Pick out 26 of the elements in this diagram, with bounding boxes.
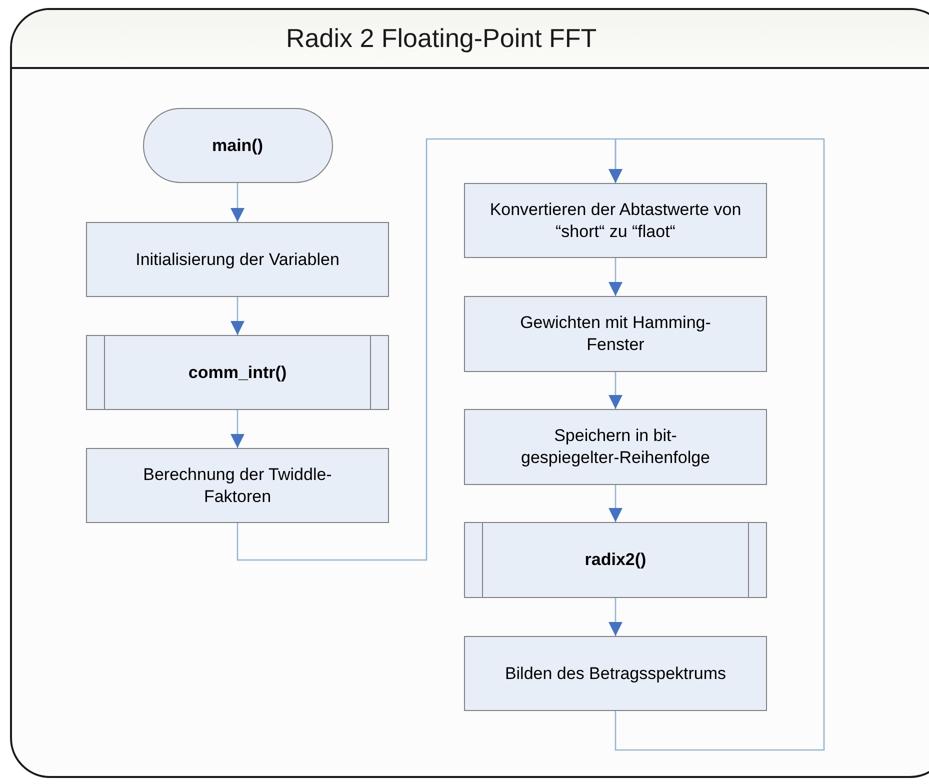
diagram-title: Radix 2 Floating-Point FFT xyxy=(286,22,597,55)
process-box xyxy=(464,296,767,372)
node-text: main() xyxy=(212,134,263,156)
subroutine-box xyxy=(86,335,389,410)
process-box xyxy=(464,183,767,258)
node-text: comm_intr() xyxy=(188,362,287,384)
node-text: Bilden des Betragsspektrums xyxy=(504,662,726,684)
arrow xyxy=(230,183,244,222)
node-text: Gewichten mit Hamming-Fenster xyxy=(519,312,712,356)
arrow xyxy=(230,410,244,448)
arrow xyxy=(608,138,825,751)
node-text: Konvertieren der Abtastwerte von “short“ zu “flaot“ xyxy=(488,198,742,242)
subroutine-box xyxy=(464,522,767,598)
arrow xyxy=(230,297,244,335)
arrow xyxy=(608,258,622,296)
node-text: Initialisierung der Variablen xyxy=(136,248,340,270)
arrow xyxy=(608,372,622,409)
node-text: Speichern in bit-gespiegelter-Reihenfolge xyxy=(520,425,712,469)
process-box xyxy=(464,636,767,711)
process-box xyxy=(86,222,389,297)
arrow xyxy=(608,598,622,636)
node-text: radix2() xyxy=(584,549,646,571)
process-box xyxy=(86,448,389,523)
arrow xyxy=(608,485,622,522)
node-text: Berechnung der Twiddle-Faktoren xyxy=(142,464,333,508)
process-box xyxy=(464,409,767,485)
